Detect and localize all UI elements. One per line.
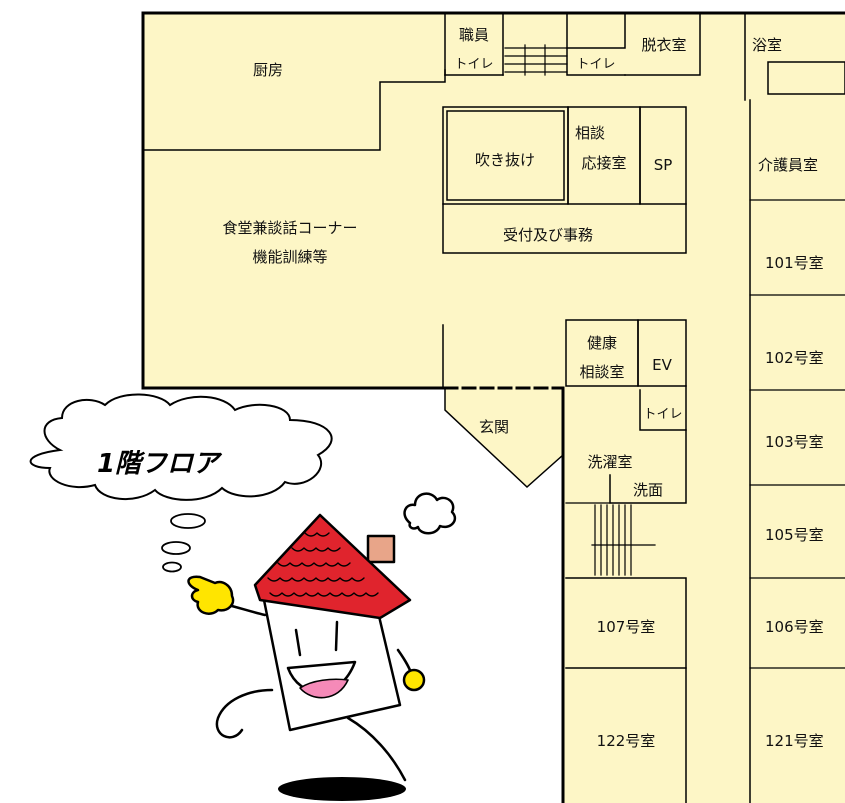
house-mascot (187, 492, 457, 801)
label-room-107: 107号室 (597, 618, 656, 636)
mascot-right-eye (334, 620, 339, 652)
label-laundry: 洗濯室 (587, 453, 632, 471)
label-bathroom: 浴室 (752, 36, 782, 54)
label-dining-line2: 機能訓練等 (252, 248, 327, 266)
label-entrance: 玄関 (479, 418, 509, 436)
smoke-puff (403, 492, 457, 535)
label-health-top: 健康 (587, 334, 617, 352)
thought-bubble-medium (161, 541, 191, 555)
mascot-left-arm (226, 603, 267, 617)
mascot-right-hand (402, 668, 426, 692)
label-room-106: 106号室 (765, 618, 824, 636)
mascot-right-leg (346, 716, 407, 782)
thought-cloud: 1階フロア (29, 393, 333, 573)
label-atrium: 吹き抜け (475, 151, 535, 169)
label-toilet-lower: トイレ (643, 407, 682, 422)
mascot-tongue (299, 678, 349, 699)
label-staff-toilet-top: 職員 (459, 26, 489, 44)
label-health-bottom: 相談室 (579, 363, 624, 381)
mascot-shadow (278, 777, 406, 801)
label-kitchen: 厨房 (253, 61, 283, 79)
label-room-121: 121号室 (765, 732, 824, 750)
thought-bubble-large (170, 513, 206, 529)
label-room-102: 102号室 (765, 349, 824, 367)
walls (141, 11, 845, 803)
floor-title: 1階フロア (97, 449, 223, 479)
label-toilet-upper: トイレ (576, 57, 615, 72)
roof-tiles (267, 532, 379, 597)
label-consult-top: 相談 (575, 124, 605, 142)
label-dressing-room: 脱衣室 (641, 36, 686, 54)
room-labels: 厨房 職員 トイレ トイレ 脱衣室 浴室 吹き抜け 相談 応接室 SP 介護員室… (222, 26, 823, 750)
mascot-left-eye (294, 628, 302, 657)
label-room-101: 101号室 (765, 254, 824, 272)
label-caregiver-room: 介護員室 (758, 156, 818, 174)
label-dining-line1: 食堂兼談話コーナー (222, 219, 357, 237)
mascot-pointing-hand (187, 575, 235, 615)
label-room-103: 103号室 (765, 433, 824, 451)
label-sp: SP (654, 156, 673, 174)
label-reception: 受付及び事務 (503, 226, 593, 244)
mascot-left-leg (215, 688, 274, 739)
chimney (366, 534, 396, 564)
label-room-122: 122号室 (597, 732, 656, 750)
label-ev: EV (652, 356, 672, 374)
label-staff-toilet-bottom: トイレ (454, 57, 493, 72)
label-consult-bottom: 応接室 (581, 154, 626, 172)
label-room-105: 105号室 (765, 526, 824, 544)
label-washroom: 洗面 (633, 481, 663, 499)
thought-bubble-small (162, 561, 182, 573)
